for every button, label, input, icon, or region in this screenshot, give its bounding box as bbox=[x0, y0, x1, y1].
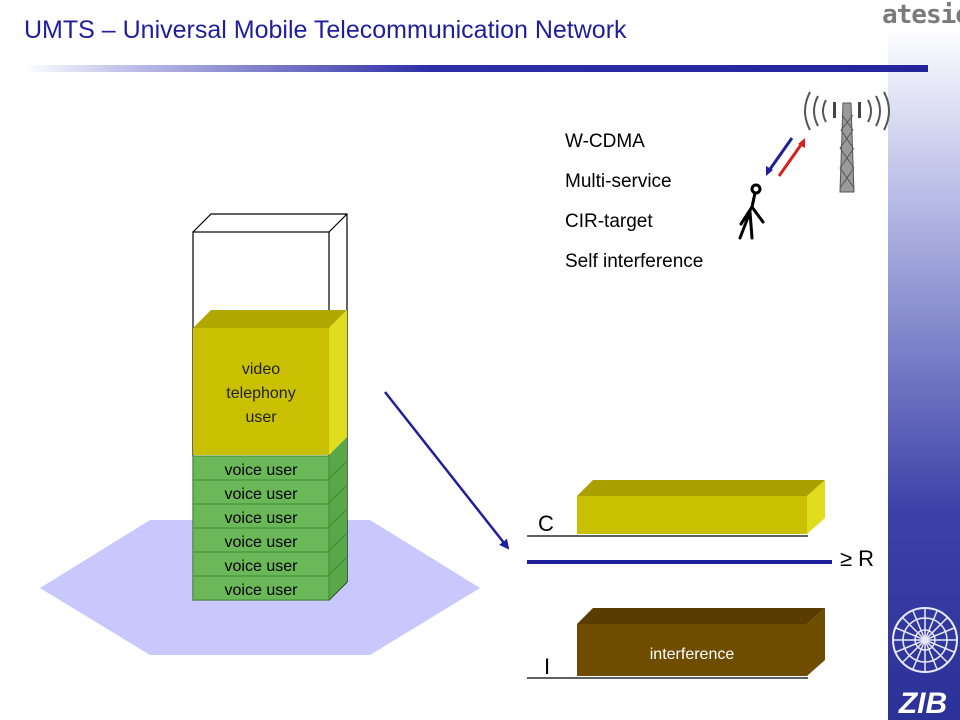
title-underline bbox=[24, 65, 928, 72]
interference-axis-label: I bbox=[544, 654, 550, 679]
uplink-arrow bbox=[777, 141, 805, 177]
radio-waves-icon bbox=[804, 91, 890, 131]
video-telephony-block: video telephony user bbox=[193, 310, 347, 455]
downlink-arrow-head bbox=[766, 166, 773, 176]
uplink-arrow-head bbox=[798, 138, 805, 148]
page-title: UMTS – Universal Mobile Telecommunicatio… bbox=[24, 16, 627, 44]
voice-user-label: voice user bbox=[225, 534, 299, 551]
carrier-block bbox=[577, 480, 825, 534]
feature-item: Self interference bbox=[565, 251, 704, 272]
feature-item: CIR-target bbox=[565, 211, 653, 232]
antenna-tower-icon bbox=[833, 102, 861, 193]
feature-item: W-CDMA bbox=[565, 131, 645, 152]
capacity-container bbox=[192, 213, 348, 601]
feature-item: Multi-service bbox=[565, 171, 672, 192]
voice-user-label: voice user bbox=[225, 510, 299, 527]
video-label-line: user bbox=[245, 409, 277, 426]
video-label-line: video bbox=[242, 361, 280, 378]
interference-block: interference bbox=[577, 608, 825, 676]
video-label-line: telephony bbox=[226, 385, 295, 402]
voice-user-label: voice user bbox=[225, 462, 299, 479]
voice-user-label: voice user bbox=[225, 486, 299, 503]
carrier-label: C bbox=[538, 511, 554, 536]
mobile-user-icon bbox=[738, 183, 765, 240]
voice-user-label: voice user bbox=[225, 558, 299, 575]
downlink-arrow bbox=[766, 137, 794, 173]
voice-user-label: voice user bbox=[225, 582, 299, 599]
cell-hexagon bbox=[40, 520, 480, 655]
interference-label: interference bbox=[650, 646, 735, 663]
feature-list: W-CDMA Multi-service CIR-target Self int… bbox=[565, 128, 703, 288]
threshold-label: ≥ R bbox=[840, 546, 874, 571]
brand-logo: atesio bbox=[882, 0, 960, 30]
sidebar-gradient bbox=[888, 26, 960, 720]
voice-users-stack: voice user voice user voice user voice u… bbox=[192, 437, 348, 601]
mapping-arrow bbox=[384, 391, 510, 550]
